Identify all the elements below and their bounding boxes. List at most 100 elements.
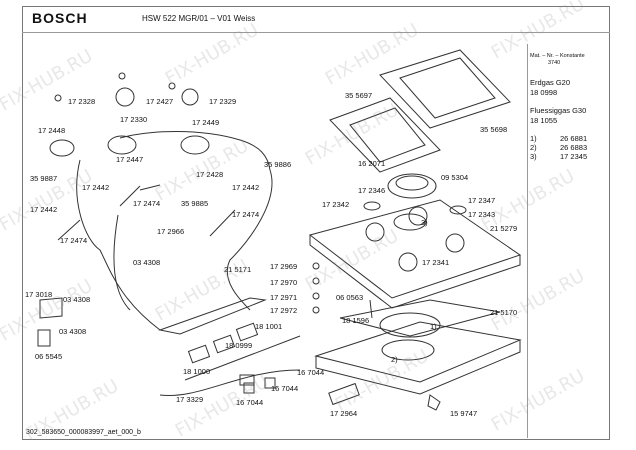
o-ring-2 xyxy=(181,88,199,106)
thermocouple-2 xyxy=(119,185,141,207)
gas-manifold xyxy=(158,297,267,335)
label-172966: 17 2966 xyxy=(157,227,185,236)
ref-code-2: 26 6883 xyxy=(560,143,588,152)
brand-logo-text: BOSCH xyxy=(32,10,88,26)
gas2-code: 18 1055 xyxy=(530,116,558,125)
pan-support-right-inner xyxy=(399,57,496,119)
label-172964: 17 2964 xyxy=(330,409,358,418)
label-173329: 17 3329 xyxy=(176,395,204,404)
label-167044-a: 16 7044 xyxy=(297,368,325,377)
label-172346: 17 2346 xyxy=(358,186,386,195)
label-172343: 17 2343 xyxy=(468,210,496,219)
label-172330: 17 2330 xyxy=(120,115,148,124)
gas1-name: Erdgas G20 xyxy=(530,78,571,87)
terminal-block xyxy=(328,382,360,406)
label-181001: 18 1001 xyxy=(255,322,283,331)
drawing-frame xyxy=(22,6,610,440)
label-034308-c: 03 4308 xyxy=(59,327,87,336)
label-060563: 06 0563 xyxy=(336,293,364,302)
control-rail xyxy=(184,335,301,381)
mat-value: 3740 xyxy=(548,60,561,66)
burner-cap-large-inner xyxy=(395,175,429,191)
burner-cap-small-1 xyxy=(363,201,381,211)
label-181596: 18 1596 xyxy=(342,316,370,325)
gas2-name: Fluessiggas G30 xyxy=(530,106,587,115)
valve-block-1 xyxy=(187,344,211,364)
label-172442-c: 17 2442 xyxy=(30,205,58,214)
label-172427: 17 2427 xyxy=(146,97,174,106)
label-172341: 17 2341 xyxy=(422,258,450,267)
gas-pipe-right xyxy=(226,169,273,311)
label-167044-c: 16 7044 xyxy=(236,398,264,407)
label-355697: 35 5697 xyxy=(345,91,373,100)
fixing-screw-181596 xyxy=(369,299,373,319)
label-355698: 35 5698 xyxy=(480,125,508,134)
clip-159747 xyxy=(427,394,441,411)
nipple-065545 xyxy=(37,329,51,347)
label-181000: 18 1000 xyxy=(183,367,211,376)
gas1-code: 18 0998 xyxy=(530,88,558,97)
label-359886: 35 9886 xyxy=(264,160,292,169)
sidebar-divider xyxy=(527,44,528,438)
document-id-footer: 302_583650_000083997_aet_000_b xyxy=(26,429,141,436)
label-034308-b: 03 4308 xyxy=(63,295,91,304)
header-divider xyxy=(22,32,610,33)
label-167044-b: 16 7044 xyxy=(271,384,299,393)
label-172971: 17 2971 xyxy=(270,293,298,302)
washer-4 xyxy=(312,306,320,314)
label-172474-c: 17 2474 xyxy=(60,236,88,245)
ref-num-3: 3) xyxy=(530,152,537,161)
switch-1 xyxy=(243,382,255,394)
label-162071: 16 2071 xyxy=(358,159,386,168)
marker-3: 3) xyxy=(421,218,428,227)
gas-pipe-left xyxy=(76,159,161,331)
marker-1: 1) xyxy=(430,322,437,331)
ref-num-2: 2) xyxy=(530,143,537,152)
burner-back xyxy=(408,206,428,226)
pan-support-right xyxy=(379,49,511,129)
washer-3 xyxy=(312,292,320,300)
label-172448: 17 2448 xyxy=(38,126,66,135)
label-180999: 18 0999 xyxy=(225,341,253,350)
label-172970: 17 2970 xyxy=(270,278,298,287)
screw-2 xyxy=(118,72,126,80)
label-359885: 35 9885 xyxy=(181,199,209,208)
label-173018: 17 3018 xyxy=(25,290,53,299)
model-title: HSW 522 MGR/01 – V01 Weiss xyxy=(142,14,256,23)
mat-label: Mat. – Nr. – Konstante xyxy=(530,53,585,59)
label-172342: 17 2342 xyxy=(322,200,350,209)
igniter-unit xyxy=(239,374,255,386)
label-172474-b: 17 2474 xyxy=(232,210,260,219)
gas-pipe-upper xyxy=(119,131,271,171)
label-172449: 17 2449 xyxy=(192,118,220,127)
ref-code-1: 26 6881 xyxy=(560,134,588,143)
burner-front xyxy=(398,252,418,272)
cutout-2 xyxy=(381,339,435,361)
base-tray xyxy=(314,321,522,383)
thermocouple-3 xyxy=(209,209,236,237)
thermocouple-1 xyxy=(57,219,81,241)
label-215170: 21 5170 xyxy=(490,308,518,317)
label-172329: 17 2329 xyxy=(209,97,237,106)
switch-2 xyxy=(264,377,276,389)
base-tray-wall xyxy=(315,340,521,395)
inlet-connector xyxy=(39,297,63,319)
cutout-1 xyxy=(379,312,441,338)
burner-cap-small-2 xyxy=(449,205,467,215)
washer-2 xyxy=(312,277,320,285)
label-172972: 17 2972 xyxy=(270,306,298,315)
label-215171: 21 5171 xyxy=(224,265,252,274)
pan-support-left xyxy=(329,97,441,173)
washer-1 xyxy=(312,262,320,270)
valve-block-3 xyxy=(235,322,259,342)
label-172474-a: 17 2474 xyxy=(133,199,161,208)
ref-code-3: 17 2345 xyxy=(560,152,588,161)
tray-divider xyxy=(339,299,501,337)
burner-head-1 xyxy=(393,213,427,231)
burner-left xyxy=(365,222,385,242)
o-ring-1 xyxy=(115,87,135,107)
gas-pipe-mid xyxy=(113,214,131,311)
valve-ring-left xyxy=(49,139,75,157)
